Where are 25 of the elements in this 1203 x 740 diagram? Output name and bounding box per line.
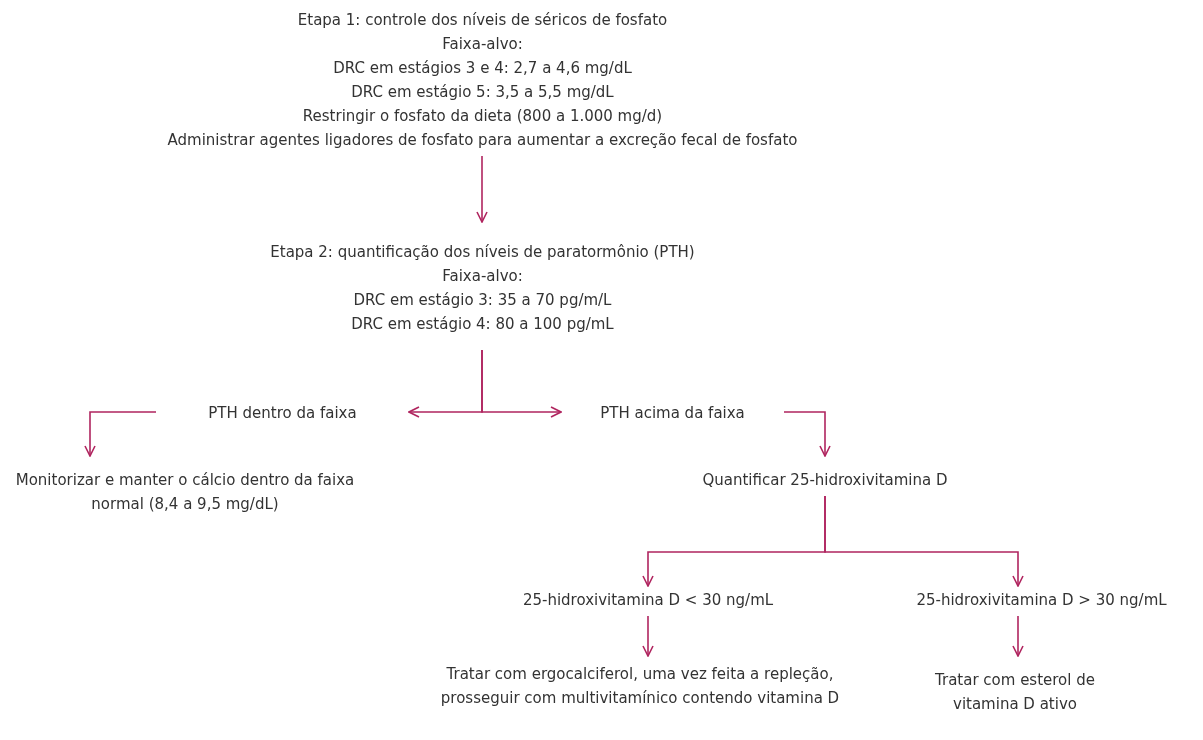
step-heading: Etapa 1: controle dos níveis de séricos de fosfato <box>296 10 669 31</box>
flow-text: Faixa-alvo: <box>441 34 524 55</box>
arrow <box>1012 615 1024 657</box>
arrow <box>481 349 562 418</box>
arrow <box>642 615 654 657</box>
flow-text: Monitorizar e manter o cálcio dentro da faixa normal (8,4 a 9,5 mg/dL) <box>14 470 356 515</box>
flow-text: PTH acima da faixa <box>599 403 746 424</box>
flow-text: Tratar com ergocalciferol, uma vez feita a repleção, prosseguir com multivitamínico contendo vitamina D <box>439 664 841 709</box>
flow-text: Quantificar 25-hidroxivitamina D <box>701 470 949 491</box>
arrow <box>84 411 157 457</box>
flow-text: DRC em estágio 3: 35 a 70 pg/m/L <box>352 290 613 311</box>
flow-text: DRC em estágio 4: 80 a 100 pg/mL <box>350 314 615 335</box>
flow-text: DRC em estágio 5: 3,5 a 5,5 mg/dL <box>350 82 615 103</box>
arrow <box>783 411 831 457</box>
flow-text: Faixa-alvo: <box>441 266 524 287</box>
flow-text: 25-hidroxivitamina D < 30 ng/mL <box>521 590 775 611</box>
step-heading: Etapa 2: quantificação dos níveis de paratormônio (PTH) <box>269 242 696 263</box>
flow-text: Tratar com esterol de vitamina D ativo <box>934 670 1096 715</box>
arrow <box>824 495 1024 587</box>
flow-text: Administrar agentes ligadores de fosfato para aumentar a excreção fecal de fosfato <box>166 130 799 151</box>
arrow <box>476 155 488 223</box>
flow-text: 25-hidroxivitamina D > 30 ng/mL <box>915 590 1168 611</box>
flow-text: Restringir o fosfato da dieta (800 a 1.000 mg/d) <box>301 106 664 127</box>
flow-text: PTH dentro da faixa <box>207 403 358 424</box>
flow-text: DRC em estágios 3 e 4: 2,7 a 4,6 mg/dL <box>332 58 633 79</box>
